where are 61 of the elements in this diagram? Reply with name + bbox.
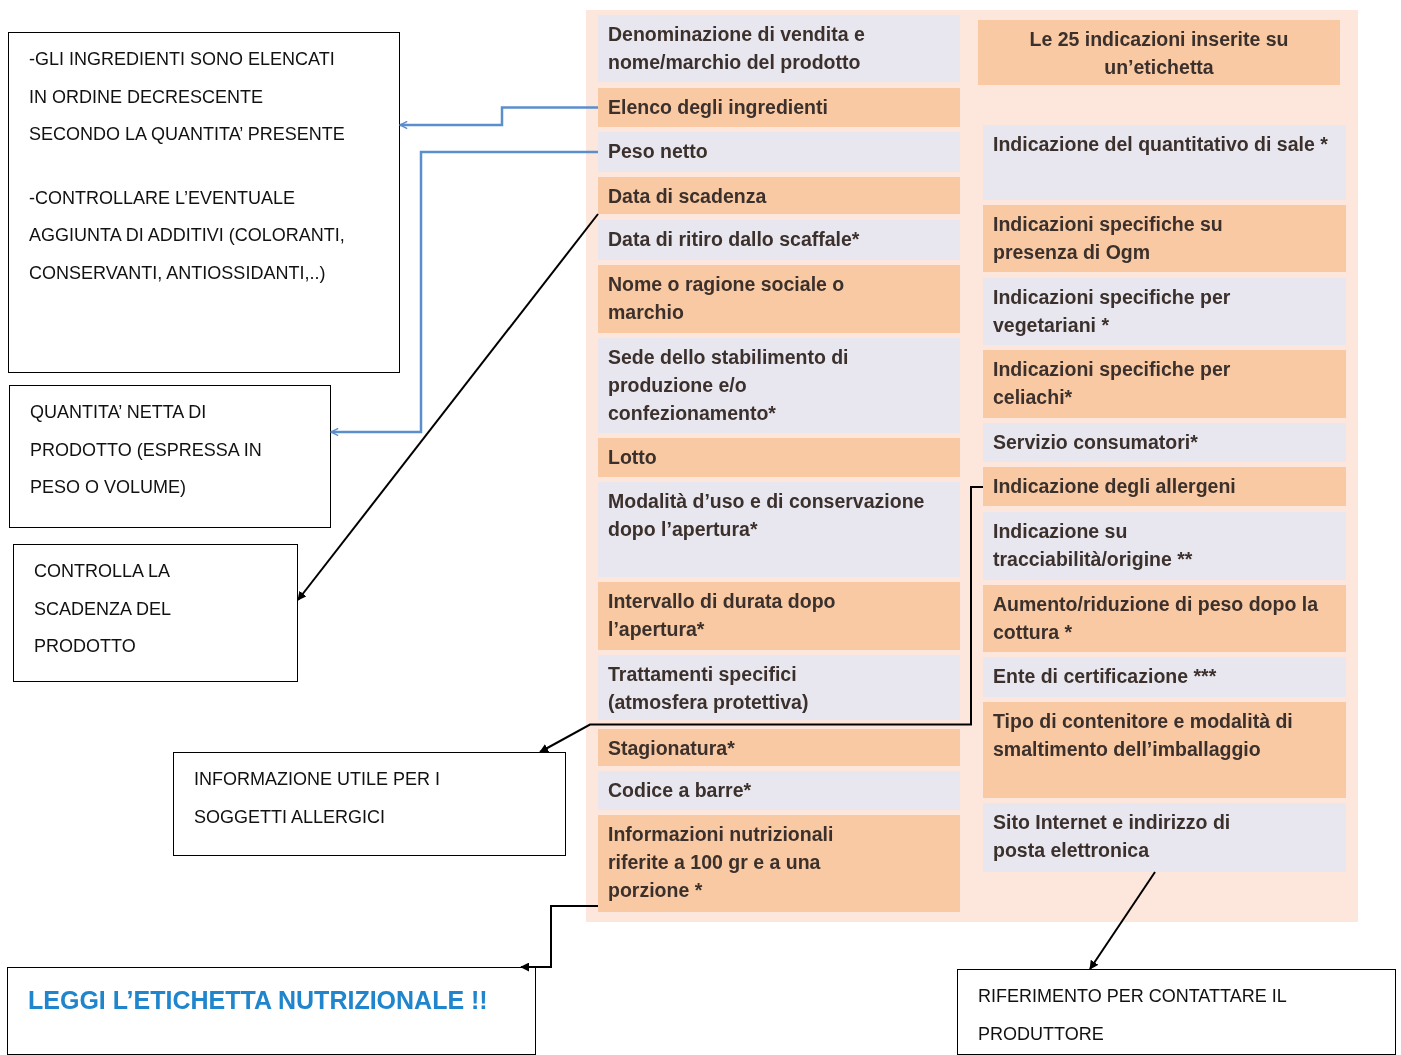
item-text: Indicazione degli allergeni (993, 474, 1236, 499)
label-item-row (983, 585, 1346, 652)
label-item-row (983, 803, 1346, 872)
item-text: Tipo di contenitore e modalità di smaltimento dell’imballaggio (993, 709, 1294, 762)
item-text: Data di scadenza (608, 184, 767, 209)
item-text: Servizio consumatori* (993, 430, 1198, 455)
item-text: Indicazione del quantitativo di sale * (993, 132, 1328, 157)
item-text: Lotto (608, 445, 657, 470)
callout-text: -GLI INGREDIENTI SONO ELENCATI IN ORDINE DECRESCENTE SECONDO LA QUANTITA’ PRESENTE (29, 48, 346, 146)
arrow (539, 486, 984, 753)
item-text: Elenco degli ingredienti (608, 95, 828, 120)
callout-box (13, 544, 298, 682)
callout-box (957, 969, 1396, 1055)
label-item-row (598, 815, 960, 912)
callout-box (8, 32, 400, 373)
label-item-row (983, 467, 1346, 506)
callout-heading: LEGGI L’ETICHETTA NUTRIZIONALE !! (28, 985, 489, 1016)
callout-box (9, 385, 331, 528)
item-text: Denominazione di vendita e nome/marchio del prodotto (608, 22, 866, 75)
item-text: Ente di certificazione *** (993, 664, 1217, 689)
item-text: Informazioni nutrizionali riferite a 100 gr e a una porzione * (608, 822, 835, 903)
item-text: Intervallo di durata dopo l’apertura* (608, 589, 837, 642)
item-text: Sito Internet e indirizzo di posta elettronica (993, 810, 1232, 863)
panel-header (978, 20, 1340, 85)
callout-box (7, 967, 536, 1055)
callout-text: INFORMAZIONE UTILE PER I SOGGETTI ALLERGICI (194, 768, 442, 829)
callout-text: CONTROLLA LA SCADENZA DEL PRODOTTO (34, 560, 172, 658)
label-item-row (983, 205, 1346, 272)
label-item-row (598, 177, 960, 214)
callout-box (173, 752, 566, 856)
item-text: Stagionatura* (608, 736, 735, 761)
callout-text: QUANTITA’ NETTA DI PRODOTTO (ESPRESSA IN PESO O VOLUME) (30, 401, 263, 499)
arrow (297, 213, 599, 601)
label-item-row (598, 729, 960, 766)
item-text: Trattamenti specifici (atmosfera protettiva) (608, 662, 810, 715)
item-text: Indicazioni specifiche per celiachi* (993, 357, 1232, 410)
label-item-row (598, 438, 960, 477)
item-text: Modalità d’uso e di conservazione dopo l’apertura* (608, 489, 926, 542)
header-text: Le 25 indicazioni inserite su un’etichetta (1028, 27, 1290, 80)
item-text: Codice a barre* (608, 778, 752, 803)
item-text: Indicazioni specifiche su presenza di Ogm (993, 212, 1224, 265)
item-text: Aumento/riduzione di peso dopo la cottura * (993, 592, 1320, 645)
label-item-row (598, 132, 960, 172)
label-item-row (983, 702, 1346, 798)
arrow (399, 106, 598, 130)
label-item-row (598, 88, 960, 127)
item-text: Data di ritiro dallo scaffale* (608, 227, 860, 252)
item-text: Indicazioni specifiche per vegetariani * (993, 285, 1232, 338)
label-panel (586, 10, 1358, 922)
arrow (520, 905, 599, 972)
label-item-row (598, 265, 960, 333)
item-text: Sede dello stabilimento di produzione e/o confezionamento* (608, 345, 850, 426)
callout-text: -CONTROLLARE L’EVENTUALE AGGIUNTA DI ADDITIVI (COLORANTI, CONSERVANTI, ANTIOSSIDANTI,..) (29, 186, 346, 285)
callout-text: RIFERIMENTO PER CONTATTARE IL PRODUTTORE (978, 985, 1288, 1046)
arrow (1089, 871, 1156, 970)
arrow (330, 150, 598, 437)
item-text: Peso netto (608, 139, 708, 164)
item-text: Indicazione su tracciabilità/origine ** (993, 519, 1194, 572)
item-text: Nome o ragione sociale o marchio (608, 272, 846, 325)
label-item-row (598, 582, 960, 650)
label-item-row (983, 350, 1346, 418)
